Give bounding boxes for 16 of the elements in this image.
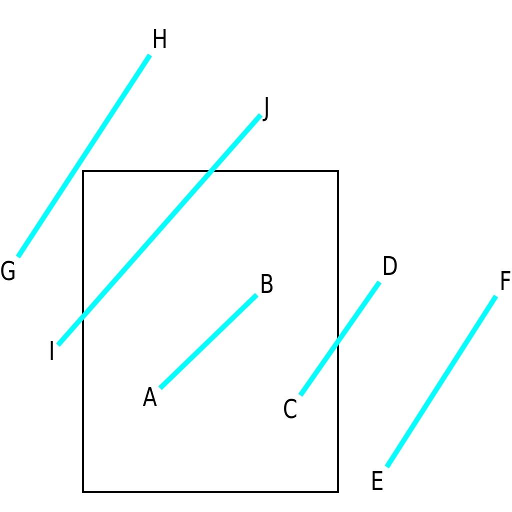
point-label: J <box>264 94 270 122</box>
point-label: C <box>282 396 298 424</box>
point-label: B <box>260 271 274 299</box>
point-label: I <box>48 338 55 366</box>
line-segment <box>384 294 498 468</box>
point-label: F <box>499 268 511 296</box>
line-segment <box>56 113 263 347</box>
square-outline <box>82 170 339 493</box>
point-label: G <box>0 258 16 286</box>
point-label: E <box>370 468 384 496</box>
point-label: A <box>142 384 158 412</box>
point-label: H <box>152 26 168 54</box>
line-segment <box>158 292 259 390</box>
point-label: D <box>382 253 398 281</box>
line-segment <box>16 54 152 258</box>
line-segment <box>298 280 382 397</box>
